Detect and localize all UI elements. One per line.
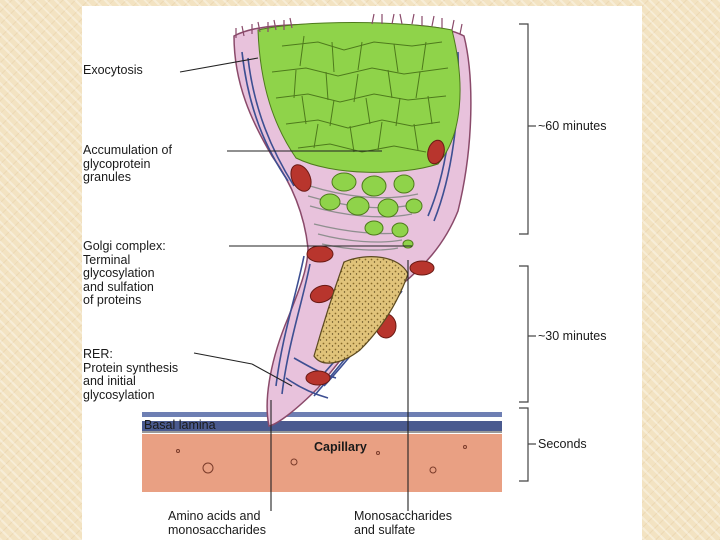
label-rer: RER: Protein synthesis and initial glyco…	[83, 348, 178, 402]
label-monosaccharides-sulfate: Monosaccharides and sulfate	[354, 510, 452, 537]
label-golgi: Golgi complex: Terminal glycosylation an…	[83, 240, 166, 308]
label-accumulation: Accumulation of glycoprotein granules	[83, 144, 172, 185]
timeline-brackets	[519, 24, 536, 481]
slide: Exocytosis Accumulation of glycoprotein …	[82, 6, 642, 540]
label-exocytosis: Exocytosis	[83, 64, 143, 78]
goblet-cell-diagram	[82, 6, 642, 540]
timeline-60-minutes: ~60 minutes	[538, 120, 606, 134]
label-basal-lamina: Basal lamina	[144, 419, 216, 433]
timeline-30-minutes: ~30 minutes	[538, 330, 606, 344]
timeline-seconds: Seconds	[538, 438, 587, 452]
label-amino-acids: Amino acids and monosaccharides	[168, 510, 266, 537]
label-capillary: Capillary	[314, 441, 367, 455]
